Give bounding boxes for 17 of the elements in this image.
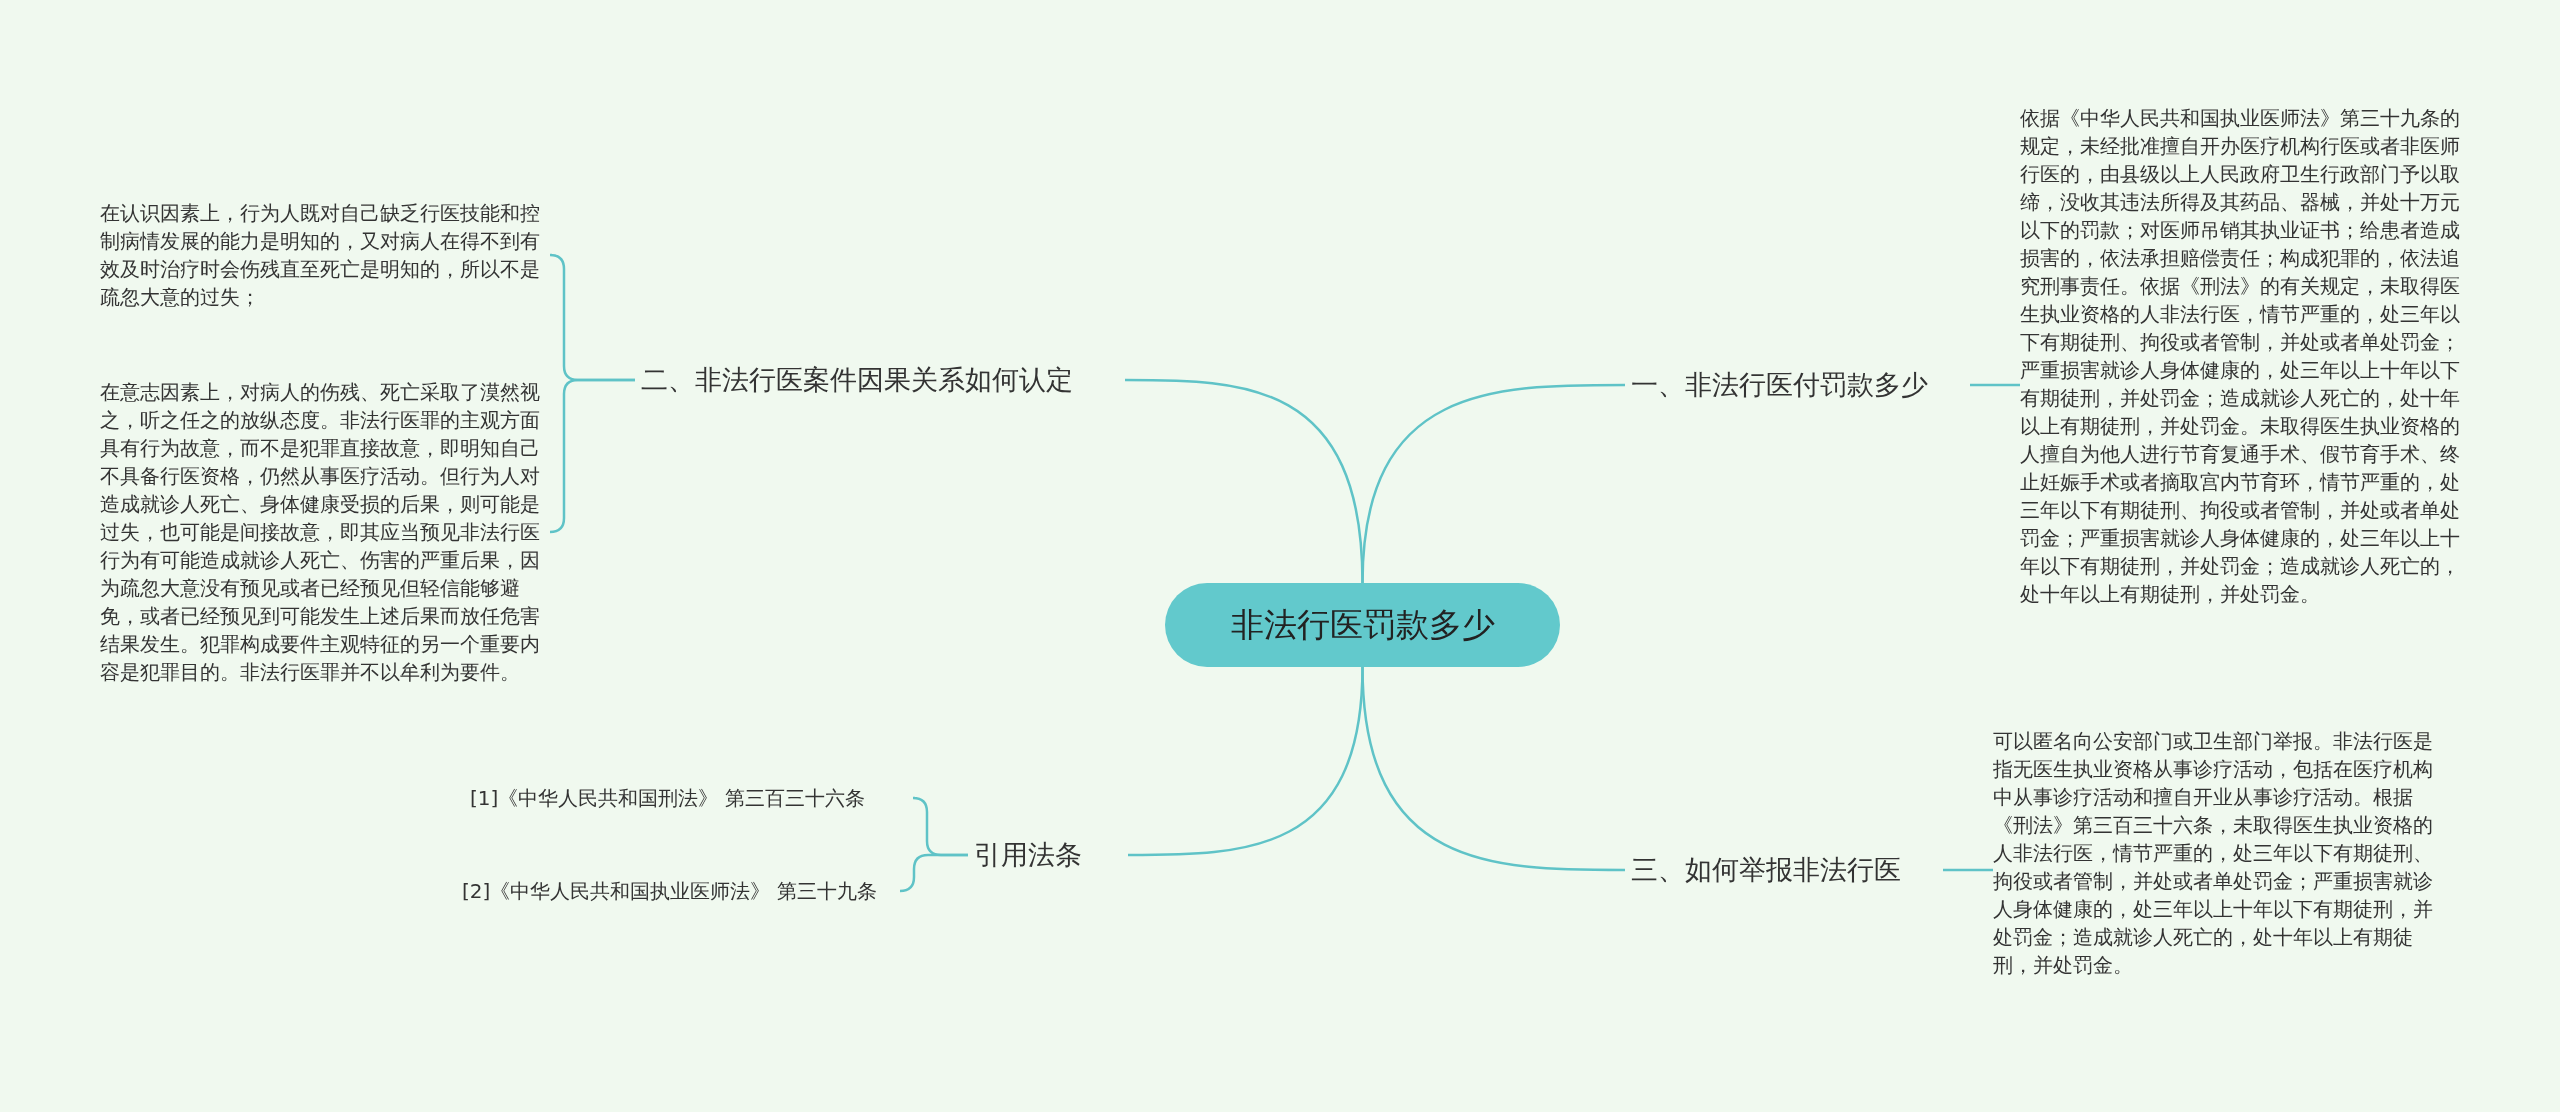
connector-line <box>548 378 635 534</box>
note-text: [2]《中华人民共和国执业医师法》 第三十九条 <box>462 877 902 905</box>
connector-line <box>1943 868 1993 872</box>
branch-topic: 三、如何举报非法行医 <box>1625 850 1943 890</box>
note-text: 依据《中华人民共和国执业医师法》第三十九条的规定，未经批准擅自开办医疗机构行医或者非医师行医的，由县级以上人民政府卫生行政部门予以取缔，没收其违法所得及其药品、器械，并处十万元以下的罚款；对医师吊销其执业证书；给患者造成损害的，依法承担赔偿责任；构成犯罪的，依法追究刑事责任。依据《刑法》的有关规定，未取得医生执业资格的人非法行医，情节严重的，处三年以下有期徒刑、拘役或者管制，并处或者单处罚金；严重损害就诊人身体健康的，处三年以上十年以下有期徒刑，并处罚金；造成就诊人死亡的，处十年以上有期徒刑，并处罚金。未取得医生执业资格的人擅自为他人进行节育复通手术、假节育手术、终止妊娠手术或者摘取宫内节育环，情节严重的，处三年以下有期徒刑、拘役或者管制，并处或者单处罚金；严重损害就诊人身体健康的，处三年以上十年以下有期徒刑，并处罚金；造成就诊人死亡的，处十年以上有期徒刑，并处罚金。 <box>2020 104 2468 608</box>
branch-topic: 引用法条 <box>968 835 1128 875</box>
connector-line <box>898 853 968 893</box>
connector-line <box>1128 666 1364 857</box>
note-text: 可以匿名向公安部门或卫生部门举报。非法行医是指无医生执业资格从事诊疗活动，包括在医疗机构中从事诊疗活动和擅自开业从事诊疗活动。根据《刑法》第三百三十六条，未取得医生执业资格的人非法行医，情节严重的，处三年以下有期徒刑、拘役或者管制，并处或者单处罚金；严重损害就诊人身体健康的，处三年以上十年以下有期徒刑，并处罚金；造成就诊人死亡的，处十年以上有期徒刑，并处罚金。 <box>1993 727 2433 979</box>
branch-topic: 一、非法行医付罚款多少 <box>1625 365 1970 405</box>
central-topic: 非法行医罚款多少 <box>1165 583 1560 667</box>
connector-line <box>1970 383 2020 387</box>
branch-topic: 二、非法行医案件因果关系如何认定 <box>635 360 1125 400</box>
note-text: 在意志因素上，对病人的伤残、死亡采取了漠然视之，听之任之的放纵态度。非法行医罪的主观方面具有行为故意，而不是犯罪直接故意，即明知自己不具备行医资格，仍然从事医疗活动。但行为人对造成就诊人死亡、身体健康受损的后果，则可能是过失，也可能是间接故意，即其应当预见非法行医行为有可能造成就诊人死亡、伤害的严重后果，因为疏忽大意没有预见或者已经预见但轻信能够避免，或者已经预见到可能发生上述后果而放任危害结果发生。犯罪构成要件主观特征的另一个重要内容是犯罪目的。非法行医罪并不以牟利为要件。 <box>100 378 552 686</box>
connector-line <box>1125 378 1364 584</box>
note-text: 在认识因素上，行为人既对自己缺乏行医技能和控制病情发展的能力是明知的，又对病人在得不到有效及时治疗时会伤残直至死亡是明知的，所以不是疏忽大意的过失； <box>100 199 552 311</box>
note-text: [1]《中华人民共和国刑法》 第三百三十六条 <box>470 784 915 812</box>
